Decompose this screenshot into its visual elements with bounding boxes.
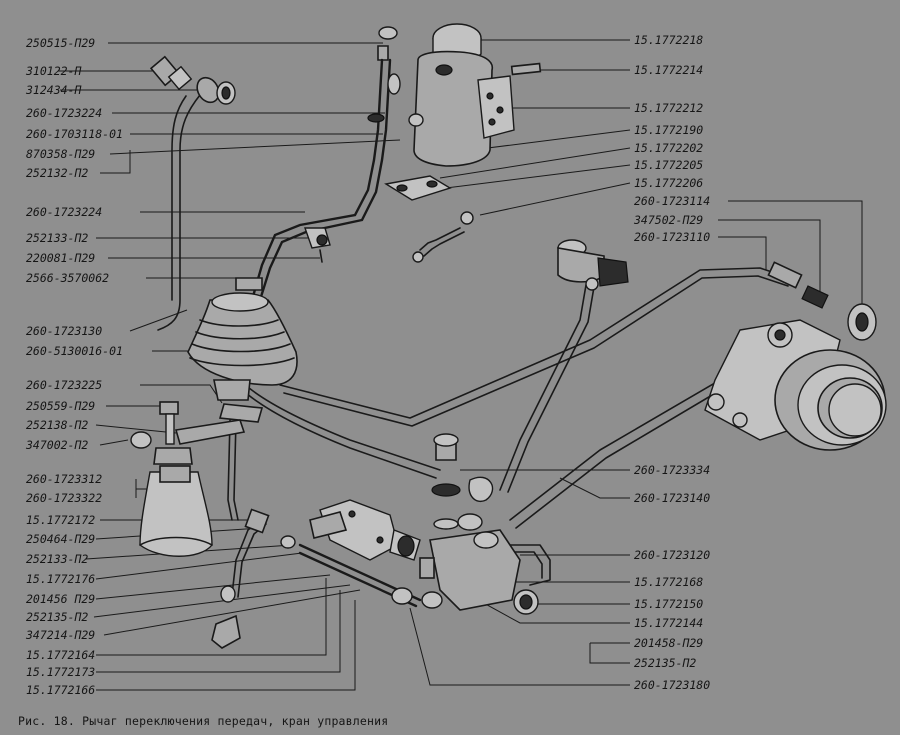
spring-plate xyxy=(384,175,474,263)
rubber-boot xyxy=(187,292,298,423)
label-left: 15.1772173 xyxy=(26,665,95,679)
label-left: 250515-П29 xyxy=(26,36,95,50)
label-left: 312434-П xyxy=(25,83,81,97)
label-right: 252135-П2 xyxy=(634,656,696,670)
label-left: 15.1772164 xyxy=(26,648,95,662)
label-right: 15.1772212 xyxy=(634,101,703,115)
label-right: 260-1723114 xyxy=(634,194,710,208)
label-right: 15.1772218 xyxy=(634,33,703,47)
label-left: 252133-П2 xyxy=(26,231,88,245)
label-left: 15.1772172 xyxy=(26,513,95,527)
label-left: 260-1723130 xyxy=(26,324,102,338)
label-right: 15.1772205 xyxy=(634,158,703,172)
label-left: 252133-П2 xyxy=(26,552,88,566)
actuator xyxy=(211,499,422,649)
label-right: 15.1772206 xyxy=(634,176,703,190)
label-left: 260-1723322 xyxy=(26,491,102,505)
label-right: 15.1772144 xyxy=(634,616,703,630)
label-left: 260-5130016-01 xyxy=(26,344,123,358)
label-left: 220081-П29 xyxy=(26,251,95,265)
control-valve xyxy=(408,23,542,167)
label-right: 201458-П29 xyxy=(634,636,703,650)
label-right: 15.1772150 xyxy=(634,597,703,611)
label-left: 310122-П xyxy=(25,64,81,78)
label-left: 2566-3570062 xyxy=(26,271,109,285)
label-right: 15.1772202 xyxy=(634,141,703,155)
label-left: 260-1723312 xyxy=(26,472,102,486)
label-left: 252138-П2 xyxy=(26,418,88,432)
label-right: 260-1723120 xyxy=(634,548,710,562)
label-right: 15.1772214 xyxy=(634,63,703,77)
label-left: 347002-П2 xyxy=(25,438,88,452)
label-left: 15.1772176 xyxy=(26,572,95,586)
gearbox-cylinder xyxy=(704,261,887,451)
label-left: 870358-П29 xyxy=(26,147,95,161)
label-left: 250464-П29 xyxy=(26,532,95,546)
leader-lines-right xyxy=(409,39,863,686)
figure-caption: Рис. 18. Рычаг переключения передач, кра… xyxy=(18,714,389,728)
valve-block xyxy=(419,433,539,615)
labels-right: 15.1772218 15.1772214 15.1772212 15.1772… xyxy=(633,33,710,692)
relief-valve xyxy=(557,239,629,291)
label-right: 347502-П29 xyxy=(633,213,703,227)
label-right: 260-1723180 xyxy=(634,678,710,692)
label-left: 250559-П29 xyxy=(26,399,95,413)
label-left: 260-1703118-01 xyxy=(26,127,123,141)
label-left: 260-1723224 xyxy=(26,205,102,219)
label-left: 260-1723224 xyxy=(26,106,102,120)
label-left: 15.1772166 xyxy=(26,683,95,697)
label-left: 252132-П2 xyxy=(26,166,88,180)
union-fitting xyxy=(149,55,236,105)
label-right: 15.1772190 xyxy=(634,123,703,137)
label-right: 15.1772168 xyxy=(634,575,703,589)
labels-left: 250515-П29 310122-П 312434-П 260-1723224… xyxy=(25,36,123,697)
label-right: 260-1723140 xyxy=(634,491,710,505)
label-right: 260-1723110 xyxy=(634,230,710,244)
left-bracket xyxy=(130,401,246,557)
label-left: 347214-П29 xyxy=(25,628,95,642)
label-left: 201456 П29 xyxy=(26,592,95,606)
label-left: 252135-П2 xyxy=(26,610,88,624)
label-right: 260-1723334 xyxy=(634,463,710,477)
gear-lever xyxy=(235,26,401,302)
label-left: 260-1723225 xyxy=(26,378,102,392)
